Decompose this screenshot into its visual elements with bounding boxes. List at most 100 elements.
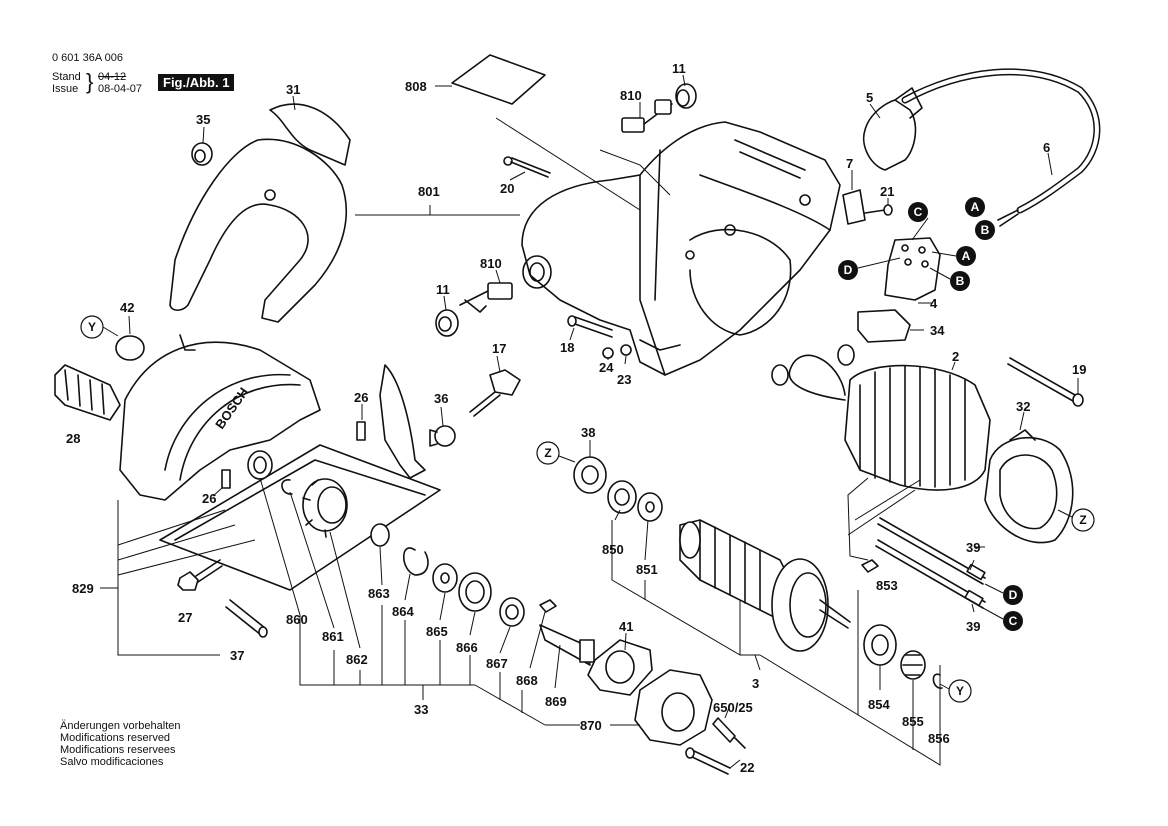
svg-text:C: C bbox=[914, 205, 923, 219]
label-37: 37 bbox=[230, 648, 244, 663]
rod-39-lower bbox=[875, 539, 986, 609]
bolt-27 bbox=[177, 559, 223, 591]
pinion-855 bbox=[900, 650, 926, 680]
label-32: 32 bbox=[1016, 399, 1030, 414]
part-labels: 808 11 810 31 35 20 801 5 6 7 21 810 11 … bbox=[66, 61, 1086, 775]
bearing-866 bbox=[458, 572, 492, 612]
bearing-850 bbox=[607, 480, 637, 514]
label-6: 6 bbox=[1043, 140, 1050, 155]
label-26-lower: 26 bbox=[202, 491, 216, 506]
armature-3 bbox=[679, 519, 851, 652]
label-11-left: 11 bbox=[436, 282, 450, 297]
label-810-left: 810 bbox=[480, 256, 502, 271]
bearing-854 bbox=[863, 624, 897, 666]
label-2: 2 bbox=[952, 349, 959, 364]
label-18: 18 bbox=[560, 340, 574, 355]
label-864: 864 bbox=[392, 604, 414, 619]
callout-z-right: Z bbox=[1057, 508, 1095, 532]
washer-867 bbox=[499, 597, 525, 627]
issue-label: Issue bbox=[52, 83, 79, 95]
field-coil-2 bbox=[771, 344, 991, 491]
label-27: 27 bbox=[178, 610, 192, 625]
callouts: Y Y Z Z A B C A bbox=[80, 197, 1095, 703]
svg-text:B: B bbox=[981, 223, 990, 237]
washer-23 bbox=[620, 344, 632, 356]
label-856: 856 bbox=[928, 731, 950, 746]
footer-line-en: Modifications reserved bbox=[60, 732, 171, 744]
label-810-top: 810 bbox=[620, 88, 642, 103]
footer-notes: Änderungen vorbehalten Modifications res… bbox=[60, 720, 180, 768]
callout-a-cable: A bbox=[965, 197, 985, 217]
lower-blade-guard bbox=[119, 334, 321, 501]
svg-text:Y: Y bbox=[956, 684, 964, 698]
label-22: 22 bbox=[740, 760, 754, 775]
callout-y-right: Y bbox=[939, 679, 972, 703]
pin-26-upper bbox=[356, 421, 366, 441]
circlip-864 bbox=[402, 547, 429, 576]
label-7: 7 bbox=[846, 156, 853, 171]
brace: } bbox=[86, 69, 94, 94]
label-853: 853 bbox=[876, 578, 898, 593]
label-863: 863 bbox=[368, 586, 390, 601]
callout-y-left: Y bbox=[80, 315, 119, 339]
gasket-41 bbox=[587, 639, 653, 696]
label-36: 36 bbox=[434, 391, 448, 406]
handle-31-bracket bbox=[269, 103, 351, 166]
callout-b-cable: B bbox=[975, 220, 995, 240]
motor-housing-801 bbox=[521, 121, 841, 376]
issue-value: 08-04-07 bbox=[98, 83, 143, 95]
label-862: 862 bbox=[346, 652, 368, 667]
label-869: 869 bbox=[545, 694, 567, 709]
svg-text:Y: Y bbox=[88, 320, 96, 334]
label-42: 42 bbox=[120, 300, 134, 315]
label-870: 870 bbox=[580, 718, 602, 733]
label-26-upper: 26 bbox=[354, 390, 368, 405]
depth-lever bbox=[379, 364, 426, 479]
label-3: 3 bbox=[752, 676, 759, 691]
circlip-856 bbox=[932, 673, 943, 689]
callout-b-switch: B bbox=[950, 271, 970, 291]
circlip-861 bbox=[281, 479, 293, 495]
screw-22 bbox=[685, 747, 731, 775]
callout-d-switch: D bbox=[838, 260, 858, 280]
label-868: 868 bbox=[516, 673, 538, 688]
svg-text:A: A bbox=[971, 200, 980, 214]
label-35: 35 bbox=[196, 112, 210, 127]
label-17: 17 bbox=[492, 341, 506, 356]
svg-text:D: D bbox=[844, 263, 853, 277]
label-plate-808 bbox=[451, 54, 546, 105]
label-34: 34 bbox=[930, 323, 945, 338]
switch-boot-34 bbox=[857, 309, 911, 343]
switch-4 bbox=[884, 237, 941, 301]
label-854: 854 bbox=[868, 697, 890, 712]
gear-862 bbox=[302, 478, 348, 538]
key-853 bbox=[861, 559, 879, 573]
callout-c-rod: C bbox=[1003, 611, 1023, 631]
washer-865 bbox=[432, 563, 458, 593]
washer-851 bbox=[637, 492, 663, 522]
gear-housing-870 bbox=[634, 669, 713, 746]
leader-lines bbox=[100, 74, 1079, 769]
key-868 bbox=[539, 599, 557, 613]
callout-c-switch: C bbox=[908, 202, 928, 222]
knob-35 bbox=[191, 142, 213, 166]
bearing-38 bbox=[573, 456, 607, 494]
label-855: 855 bbox=[902, 714, 924, 729]
cable-clamp-7 bbox=[842, 189, 866, 225]
label-867: 867 bbox=[486, 656, 508, 671]
label-861: 861 bbox=[322, 629, 344, 644]
label-650-25: 650/25 bbox=[713, 700, 753, 715]
svg-text:A: A bbox=[962, 249, 971, 263]
callout-d-rod: D bbox=[1003, 585, 1023, 605]
label-5: 5 bbox=[866, 90, 873, 105]
label-850: 850 bbox=[602, 542, 624, 557]
label-808: 808 bbox=[405, 79, 427, 94]
label-24: 24 bbox=[599, 360, 614, 375]
stand-label: Stand bbox=[52, 71, 81, 83]
carbon-brush-810-top bbox=[621, 99, 673, 133]
washer-863 bbox=[370, 523, 390, 547]
screw-18 bbox=[567, 315, 613, 338]
svg-text:Z: Z bbox=[544, 446, 551, 460]
label-11-top: 11 bbox=[672, 61, 686, 76]
